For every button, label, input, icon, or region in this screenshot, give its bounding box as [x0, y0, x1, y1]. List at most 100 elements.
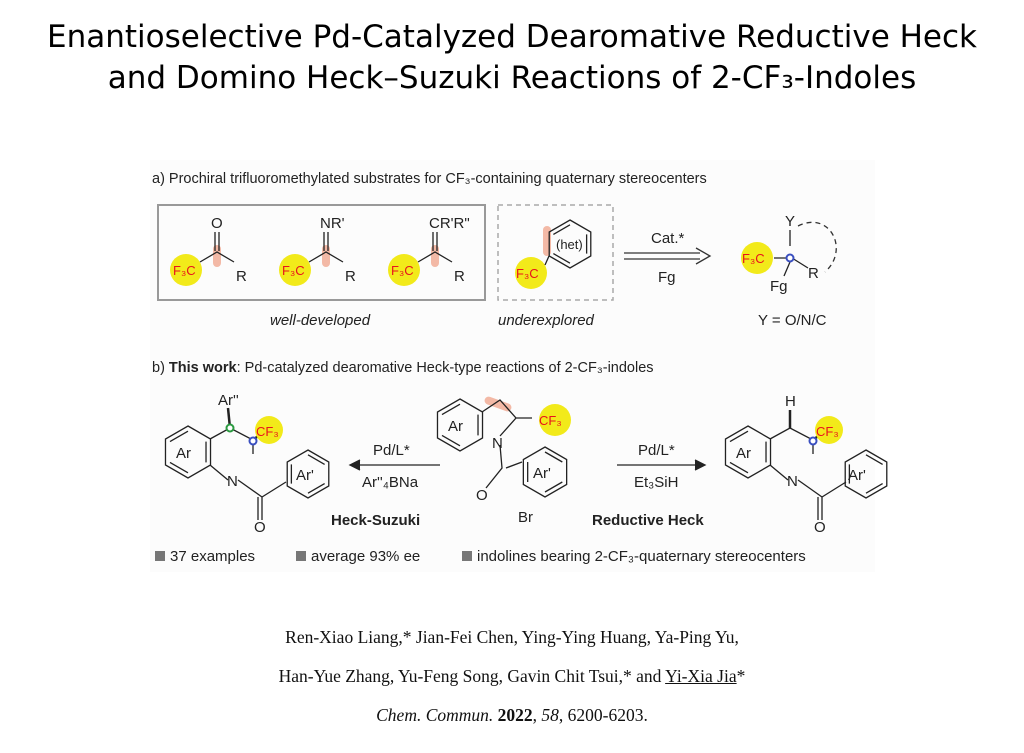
label-underexplored: underexplored — [498, 312, 595, 329]
f3c-label: F₃C — [282, 263, 305, 278]
cf3-highlight — [170, 254, 202, 286]
authors-line2: Han-Yue Zhang, Yu-Feng Song, Gavin Chit … — [278, 666, 746, 686]
ring — [522, 446, 568, 498]
cf3-highlight — [539, 404, 571, 436]
slide-title-line1: Enantioselective Pd-Catalyzed Dearomativ… — [47, 19, 977, 55]
bond — [199, 232, 235, 263]
ar-dprime-label: Ar'' — [218, 392, 239, 409]
slide-title-line2: and Domino Heck–Suzuki Reactions of 2-CF… — [107, 60, 917, 96]
bond-highlight — [213, 245, 221, 267]
authors-line1: Ren-Xiao Liang,* Jian-Fei Chen, Ying-Yin… — [285, 627, 739, 647]
double-bond — [307, 483, 325, 494]
ar-label: Ar — [176, 445, 191, 462]
bond — [544, 255, 550, 266]
bullet-ee: average 93% ee — [311, 548, 420, 565]
arrow-reductive-heck — [617, 459, 707, 471]
well-developed-box — [157, 204, 486, 301]
stereocenter-blue — [248, 436, 258, 446]
journal-citation: Chem. Commun. 2022, 58, 6200-6203. — [376, 705, 648, 725]
f3c-label: F₃C — [516, 266, 539, 281]
cf3-label: CF₃ — [816, 424, 839, 439]
het-label: (het) — [556, 237, 583, 252]
substrate-atom-label: O — [211, 215, 223, 232]
arrow-heck-suzuki — [348, 459, 440, 471]
f3c-label: F₃C — [173, 263, 196, 278]
heck-suzuki-reagent: Ar''₄BNa — [362, 474, 419, 491]
n-label: N — [227, 473, 238, 490]
bond-highlight — [322, 245, 330, 267]
o-label: O — [476, 487, 488, 504]
double-bond — [544, 481, 563, 493]
double-bond — [553, 253, 571, 264]
part-a-caption: a) Prochiral trifluoromethylated substra… — [152, 171, 707, 187]
reductive-heck-label: Reductive Heck — [592, 512, 704, 529]
bond — [308, 232, 344, 263]
cf3-highlight — [815, 416, 843, 444]
r-label: R — [236, 268, 247, 285]
heck-suzuki-catalyst: Pd/L* — [373, 442, 410, 459]
cf3-highlight — [388, 254, 420, 286]
reductive-heck-catalyst: Pd/L* — [638, 442, 675, 459]
double-bond — [865, 454, 883, 465]
product-a-f3c: F₃C — [742, 251, 765, 266]
double-bond — [441, 434, 461, 447]
ar-prime-label: Ar' — [533, 465, 551, 482]
part-b-caption: b) This work: Pd-catalyzed dearomative H… — [152, 360, 654, 376]
ring — [548, 219, 592, 269]
arrow-cat-label: Cat.* — [651, 230, 685, 247]
arrow-fg-label: Fg — [658, 269, 676, 286]
cf3-highlight — [279, 254, 311, 286]
double-bond — [307, 454, 325, 465]
bonds — [769, 427, 847, 520]
double-bond — [544, 451, 563, 463]
bonds — [481, 399, 532, 489]
bullet-examples: 37 examples — [170, 548, 255, 565]
product-a — [741, 221, 837, 277]
heck-suzuki-label: Heck-Suzuki — [331, 512, 420, 529]
underexplored-box — [497, 204, 614, 301]
double-bond — [865, 483, 883, 494]
f3c-label: F₃C — [391, 263, 414, 278]
product-a-note: Y = O/N/C — [758, 312, 827, 329]
double-bond — [553, 224, 571, 235]
ar-prime-label: Ar' — [848, 467, 866, 484]
substrate-atom-label: CR'R" — [429, 215, 470, 232]
corresponding-author: Yi-Xia Jia — [665, 666, 737, 686]
substrates-a: F₃C R O F₃C R NR' F₃C R CR'R" F₃C (het) — [170, 215, 592, 289]
br-label: Br — [518, 509, 533, 526]
substrate-atom-label: NR' — [320, 215, 345, 232]
r-label: R — [345, 268, 356, 285]
cf3-highlight — [255, 416, 283, 444]
bonds — [209, 427, 287, 520]
molecules-b: Ar CF₃ Ar'' N O Ar' Ar CF₃ N O Ar' Br Ar CF₃ H N O Ar' — [164, 392, 888, 536]
label-well-developed: well-developed — [270, 312, 371, 329]
cf3-label: CF₃ — [539, 413, 562, 428]
h-label: H — [785, 393, 796, 410]
stereocenter-blue — [808, 436, 818, 446]
o-label: O — [254, 519, 266, 536]
n-label: N — [787, 473, 798, 490]
cf3-label: CF₃ — [256, 424, 279, 439]
n-label: N — [492, 435, 503, 452]
product-a-y: Y — [785, 213, 795, 230]
bullet-indolines: indolines bearing 2-CF₃-quaternary stere… — [477, 548, 806, 565]
double-bond — [729, 430, 749, 443]
cf3-highlight — [515, 257, 547, 289]
bond-highlight — [431, 245, 439, 267]
double-bond — [729, 461, 749, 474]
product-a-fg: Fg — [770, 278, 788, 295]
double-bond — [169, 461, 189, 474]
stereocenter-green — [225, 423, 235, 433]
r-label: R — [454, 268, 465, 285]
ar-label: Ar — [736, 445, 751, 462]
ar-label: Ar — [448, 418, 463, 435]
double-bond — [169, 430, 189, 443]
o-label: O — [814, 519, 826, 536]
ar-prime-label: Ar' — [296, 467, 314, 484]
double-bond — [441, 403, 461, 416]
reductive-heck-reagent: Et₃SiH — [634, 474, 678, 491]
arrow-cat — [624, 247, 712, 265]
product-a-r: R — [808, 265, 819, 282]
bullet-list: 37 examples average 93% ee indolines bea… — [155, 548, 806, 565]
